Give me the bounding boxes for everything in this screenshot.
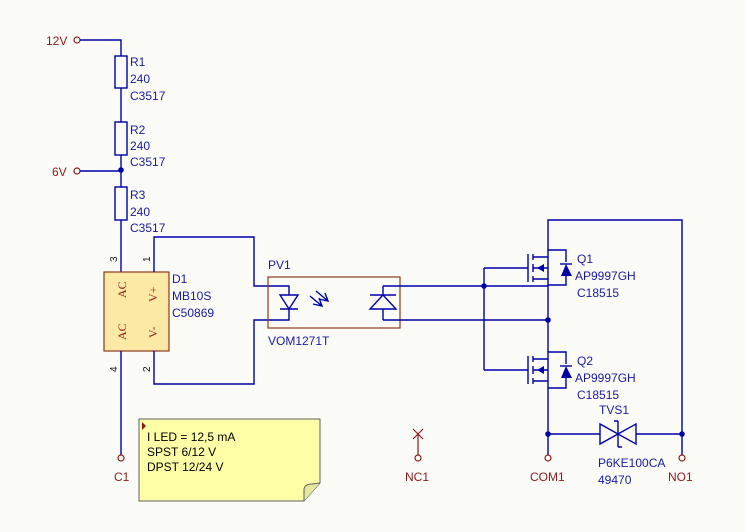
d1-pin1: 1 bbox=[142, 256, 153, 262]
resistor-r1[interactable]: R1 240 C3517 bbox=[114, 55, 166, 103]
net-port-nc1[interactable]: NC1 bbox=[405, 428, 429, 484]
wire-vminus-led bbox=[153, 319, 274, 385]
optocoupler-pv1[interactable]: PV1 VOM1271T bbox=[267, 258, 401, 348]
d1-ac-top: AC bbox=[115, 281, 129, 298]
r1-value: 240 bbox=[130, 72, 150, 86]
wire-gates bbox=[483, 267, 528, 371]
d1-pin2: 2 bbox=[142, 366, 153, 372]
pv1-value: VOM1271T bbox=[268, 334, 330, 348]
d1-ref: D1 bbox=[172, 272, 188, 286]
pv1-ref: PV1 bbox=[268, 258, 291, 272]
d1-ac-bottom: AC bbox=[115, 323, 129, 340]
q2-value: AP9997GH bbox=[575, 371, 636, 385]
tvs1-ref: TVS1 bbox=[599, 403, 629, 417]
net-label-12v: 12V bbox=[46, 34, 67, 48]
junction-6v bbox=[118, 167, 124, 173]
mosfet-q2[interactable]: Q2 AP9997GH C18515 bbox=[527, 351, 636, 402]
d1-pin3: 3 bbox=[109, 256, 120, 262]
q1-value: AP9997GH bbox=[575, 269, 636, 283]
note-box: I LED = 12,5 mA SPST 6/12 V DPST 12/24 V bbox=[138, 418, 321, 502]
r2-code: C3517 bbox=[130, 155, 166, 169]
net-port-no1[interactable]: NO1 bbox=[668, 454, 693, 484]
d1-pin4: 4 bbox=[109, 366, 120, 372]
tvs1-value: P6KE100CA bbox=[598, 456, 665, 470]
d1-vminus: V- bbox=[146, 326, 160, 338]
q1-code: C18515 bbox=[577, 286, 619, 300]
q2-ref: Q2 bbox=[577, 354, 593, 368]
note-line-3: DPST 12/24 V bbox=[147, 460, 224, 474]
r1-code: C3517 bbox=[130, 89, 166, 103]
net-port-6v[interactable]: 6V bbox=[52, 165, 81, 179]
net-label-6v: 6V bbox=[52, 165, 67, 179]
net-port-com1[interactable]: COM1 bbox=[530, 454, 565, 484]
wire-vplus-led bbox=[153, 236, 274, 287]
wire-q1-drain-no1 bbox=[547, 219, 683, 455]
net-label-nc1: NC1 bbox=[405, 470, 429, 484]
junction-com1 bbox=[545, 431, 551, 437]
junction-no1 bbox=[679, 431, 685, 437]
d1-code: C50869 bbox=[172, 306, 214, 320]
tvs1-code: 49470 bbox=[598, 473, 632, 487]
d1-value: MB10S bbox=[172, 289, 211, 303]
r2-value: 240 bbox=[130, 139, 150, 153]
q2-code: C18515 bbox=[577, 388, 619, 402]
bridge-rectifier-d1[interactable]: AC AC V+ V- 3 1 4 2 D1 MB10S C50869 bbox=[103, 256, 214, 372]
net-label-com1: COM1 bbox=[530, 470, 565, 484]
r3-code: C3517 bbox=[130, 221, 166, 235]
net-port-c1[interactable]: C1 bbox=[114, 454, 130, 484]
r3-ref: R3 bbox=[130, 188, 146, 202]
r2-ref: R2 bbox=[130, 123, 146, 137]
resistor-r2[interactable]: R2 240 C3517 bbox=[114, 121, 166, 169]
r3-value: 240 bbox=[130, 205, 150, 219]
wire-12v bbox=[80, 39, 122, 56]
resistor-r3[interactable]: R3 240 C3517 bbox=[114, 186, 166, 235]
net-label-c1: C1 bbox=[114, 470, 130, 484]
d1-vplus: V+ bbox=[146, 286, 160, 302]
r1-ref: R1 bbox=[130, 55, 146, 69]
mosfet-q1[interactable]: Q1 AP9997GH C18515 bbox=[527, 249, 636, 300]
net-port-12v[interactable]: 12V bbox=[46, 34, 81, 48]
q1-ref: Q1 bbox=[577, 252, 593, 266]
net-label-no1: NO1 bbox=[668, 470, 693, 484]
tvs-diode-tvs1[interactable]: TVS1 P6KE100CA 49470 bbox=[598, 403, 665, 487]
note-line-1: I LED = 12,5 mA bbox=[147, 430, 235, 444]
note-line-2: SPST 6/12 V bbox=[147, 445, 216, 459]
